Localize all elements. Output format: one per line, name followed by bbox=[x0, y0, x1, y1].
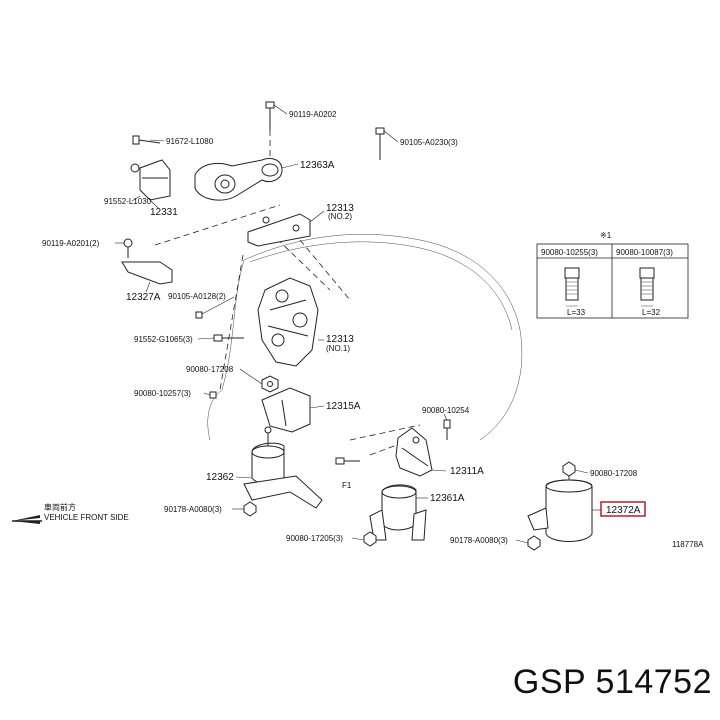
bracket-12313-no2 bbox=[247, 213, 311, 247]
label-12313-mid: 12313 bbox=[326, 334, 354, 345]
mount-12372a bbox=[527, 468, 593, 542]
label-90080-10257: 90080-10257(3) bbox=[134, 389, 191, 398]
bolt-icon bbox=[639, 267, 655, 301]
inset-col1-title: 90080-10255(3) bbox=[541, 248, 598, 257]
label-90105-a0230: 90105-A0230(3) bbox=[400, 138, 458, 147]
arrow-left-icon bbox=[12, 515, 40, 524]
assembly-line bbox=[219, 254, 244, 391]
bracket-12315a bbox=[261, 387, 311, 433]
label-12315a: 12315A bbox=[326, 401, 361, 412]
label-90119-a0201: 90119-A0201(2) bbox=[42, 239, 100, 248]
highlight-box-12372a bbox=[600, 501, 646, 517]
label-90080-10254: 90080-10254 bbox=[422, 406, 470, 415]
label-90080-17208-a: 90080-17208 bbox=[186, 365, 234, 374]
label-12313-top-note: (NO.2) bbox=[328, 212, 352, 221]
label-12313-mid-note: (NO.1) bbox=[326, 344, 350, 353]
label-90105-a0128: 90105-A0128(2) bbox=[168, 292, 226, 301]
inset-col2-title: 90080-10087(3) bbox=[616, 248, 673, 257]
bracket-12331 bbox=[130, 159, 171, 201]
label-figure-code: 118778A bbox=[672, 540, 704, 549]
nut-icon bbox=[363, 531, 377, 547]
bracket-12311a bbox=[395, 427, 433, 477]
direction-jp: 車両前方 bbox=[44, 502, 76, 512]
vehicle-front-indicator: 車両前方 VEHICLE FRONT SIDE bbox=[12, 502, 129, 524]
bolt-icon bbox=[564, 267, 580, 301]
nut-icon bbox=[261, 375, 279, 393]
label-12363a: 12363A bbox=[300, 160, 335, 171]
label-12327a: 12327A bbox=[126, 292, 161, 303]
direction-en: VEHICLE FRONT SIDE bbox=[44, 513, 129, 522]
mount-12362 bbox=[243, 426, 323, 509]
label-91552-l1030: 91552-L1030 bbox=[104, 197, 152, 206]
label-12331: 12331 bbox=[150, 207, 178, 218]
bolt-icon bbox=[375, 127, 385, 160]
bracket-12313-no1 bbox=[257, 277, 319, 367]
bolt-icon bbox=[335, 457, 360, 465]
bolt-icon bbox=[265, 101, 275, 130]
inset-col2-dim: L=32 bbox=[642, 308, 661, 317]
label-90178-a0080-b: 90178-A0080(3) bbox=[450, 536, 508, 545]
stay-12327a bbox=[121, 238, 173, 285]
engine-outline bbox=[207, 234, 523, 441]
label-91672-l1080: 91672-L1080 bbox=[166, 137, 214, 146]
label-90178-a0080-a: 90178-A0080(3) bbox=[164, 505, 222, 514]
engine-outline-inner bbox=[249, 241, 513, 331]
nut-icon bbox=[562, 461, 576, 477]
label-12372a: 12372A bbox=[606, 505, 641, 516]
bolt-icon bbox=[443, 419, 451, 440]
inset-tag: ※1 bbox=[600, 231, 612, 240]
label-90080-17205: 90080-17205(3) bbox=[286, 534, 343, 543]
mount-12361a bbox=[369, 484, 427, 541]
label-12362: 12362 bbox=[206, 472, 234, 483]
nut-icon bbox=[527, 535, 541, 551]
label-12311a: 12311A bbox=[450, 466, 484, 477]
label-91552-g1065: 91552-G1065(3) bbox=[134, 335, 193, 344]
label-12361a: 12361A bbox=[430, 493, 465, 504]
inset-table: ※1 90080-10255(3) 90080-10087(3) L=33 L=… bbox=[536, 231, 689, 319]
inset-col1-dim: L=33 bbox=[567, 308, 586, 317]
torque-rod-12363a bbox=[194, 157, 283, 201]
assembly-line bbox=[299, 239, 351, 301]
assembly-line bbox=[349, 424, 421, 441]
nut-icon bbox=[243, 501, 257, 517]
label-90080-17208-b: 90080-17208 bbox=[590, 469, 638, 478]
leader-lines bbox=[115, 104, 602, 544]
brand-part-number: GSP 514752 bbox=[512, 663, 712, 701]
bolt-icon bbox=[195, 311, 203, 319]
bolt-icon bbox=[132, 135, 161, 145]
label-90119-a0202: 90119-A0202 bbox=[289, 110, 337, 119]
label-12313-top: 12313 bbox=[326, 203, 354, 214]
bolt-icon bbox=[209, 391, 217, 399]
assembly-line bbox=[154, 204, 281, 246]
label-small-mark: F1 bbox=[342, 481, 352, 490]
